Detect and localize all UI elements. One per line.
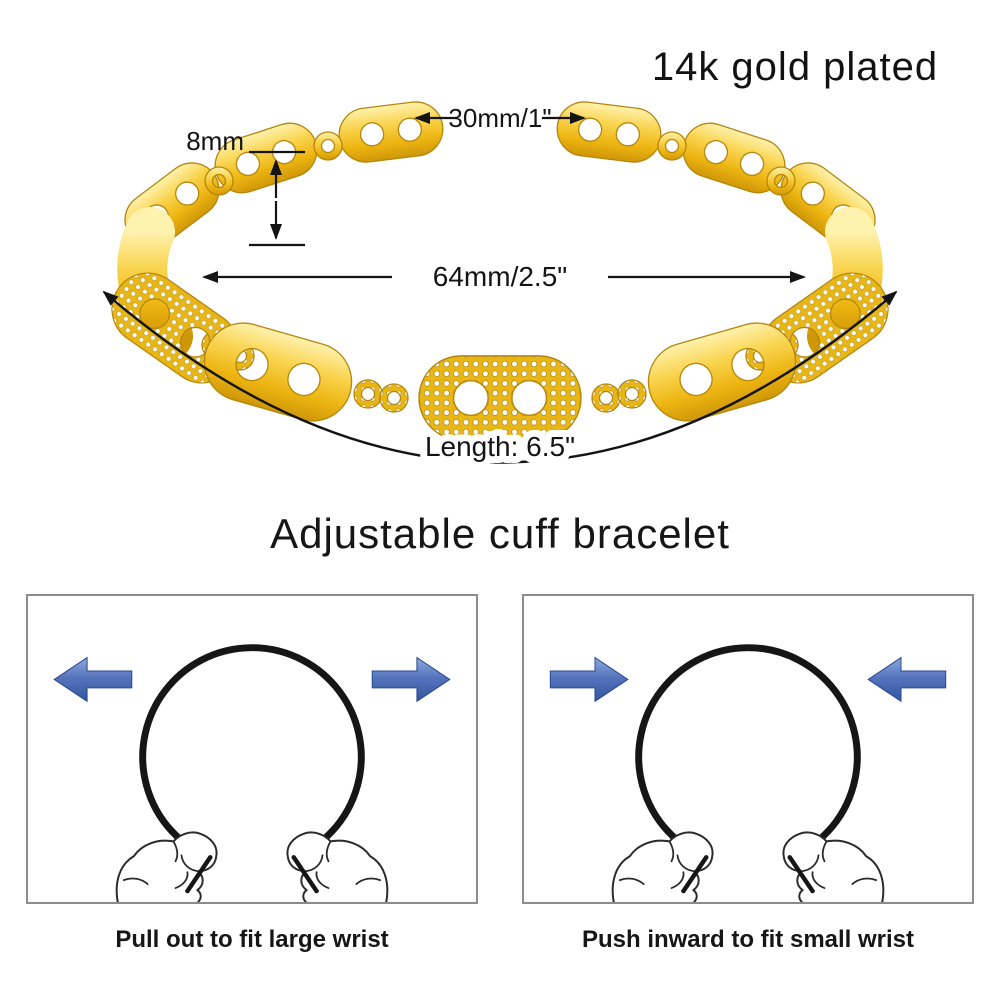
diameter-label: 64mm/2.5"	[433, 261, 567, 292]
pull-left-arrow-icon	[53, 657, 133, 702]
instruction-captions: Pull out to fit large wrist Push inward …	[0, 926, 1000, 954]
link-width-label: 30mm/1"	[448, 103, 551, 133]
caption-small-wrist: Push inward to fit small wrist	[581, 926, 915, 953]
diameter-measure: 64mm/2.5"	[202, 261, 806, 292]
instruction-panel-pull-out	[26, 594, 478, 904]
bracelet-diagram: 14k gold plated	[97, 45, 938, 469]
caption-large-wrist: Pull out to fit large wrist	[115, 926, 389, 953]
instruction-panel-push-inward	[522, 594, 974, 904]
length-arc-icon	[102, 290, 898, 464]
cuff-hands-illustration	[613, 648, 884, 902]
length-measure: Length: 6.5"	[102, 290, 898, 469]
pull-right-arrow-icon	[371, 657, 451, 702]
link-width-measure: 30mm/1"	[414, 103, 586, 133]
push-left-arrow-icon	[549, 657, 629, 702]
product-subtitle: Adjustable cuff bracelet	[270, 510, 730, 557]
push-right-arrow-icon	[867, 657, 947, 702]
link-height-measure: 8mm	[186, 126, 305, 247]
instruction-panels	[0, 594, 1000, 904]
cuff-hands-illustration	[117, 648, 388, 902]
bracelet-illustration	[97, 98, 903, 441]
length-label: Length: 6.5"	[425, 431, 575, 462]
link-height-label: 8mm	[186, 126, 244, 156]
material-label: 14k gold plated	[652, 45, 938, 89]
